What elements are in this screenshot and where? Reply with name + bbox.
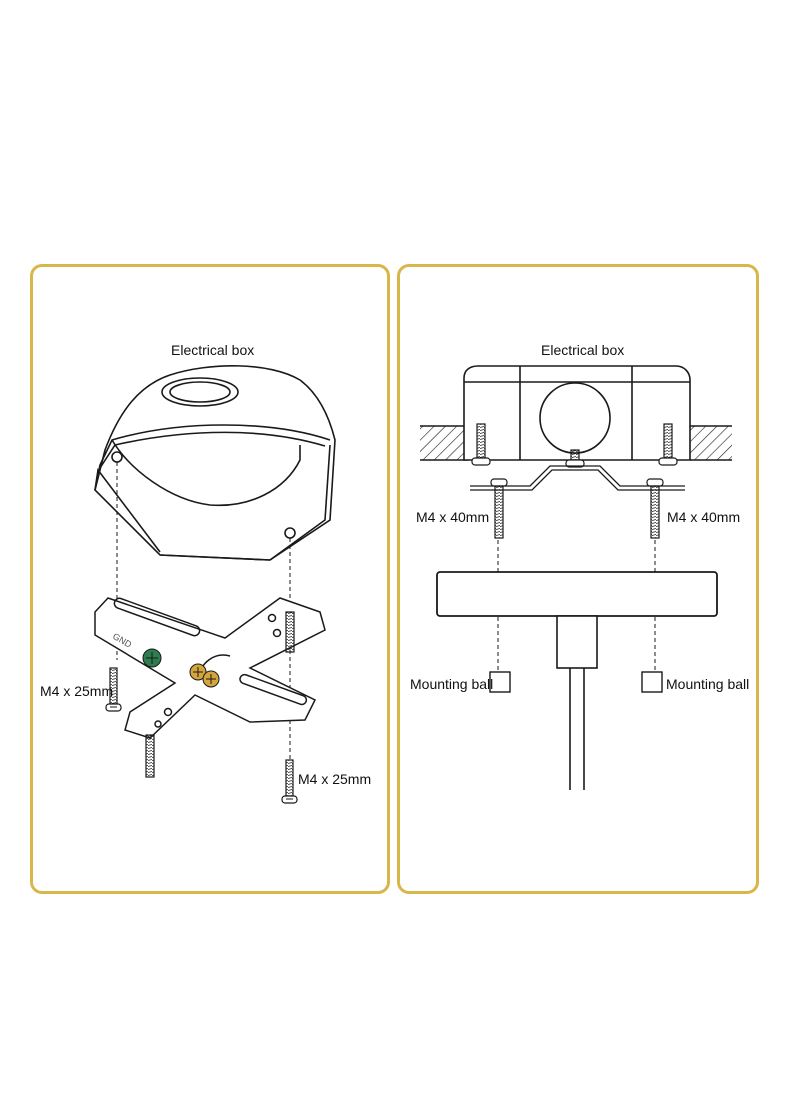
electrical-box-3d [94, 365, 336, 561]
right-panel [397, 264, 759, 894]
left-electrical-box-label: Electrical box [171, 342, 255, 358]
screw-m4-25-left [105, 667, 122, 712]
box-center-screw [565, 449, 585, 468]
crossbar-bracket [94, 597, 326, 739]
electrical-box-front [463, 365, 691, 461]
right-ball-label-left: Mounting ball [410, 676, 494, 692]
mounting-ball-right [641, 671, 663, 693]
terminal-screws-icon [189, 663, 220, 688]
mounting-bracket-profile [470, 465, 685, 491]
ground-screw-icon [142, 648, 162, 668]
screw-m4-40-right [646, 478, 664, 539]
box-screw-left [471, 423, 491, 466]
left-screw-label-right: M4 x 25mm [298, 771, 372, 787]
ceiling-section [420, 425, 732, 461]
box-screw-right [658, 423, 678, 466]
bracket-stud-upper [285, 611, 295, 653]
screw-m4-25-right [281, 759, 298, 804]
left-screw-label-left: M4 x 25mm [40, 683, 114, 699]
right-screw-label-right: M4 x 40mm [667, 509, 741, 525]
bracket-stud-lower [145, 734, 155, 778]
right-electrical-box-label: Electrical box [541, 342, 625, 358]
pendant-stem [556, 615, 598, 790]
mounting-ball-left [489, 671, 511, 693]
right-screw-label-left: M4 x 40mm [416, 509, 490, 525]
right-ball-label-right: Mounting ball [666, 676, 750, 692]
screw-m4-40-left [490, 478, 508, 539]
